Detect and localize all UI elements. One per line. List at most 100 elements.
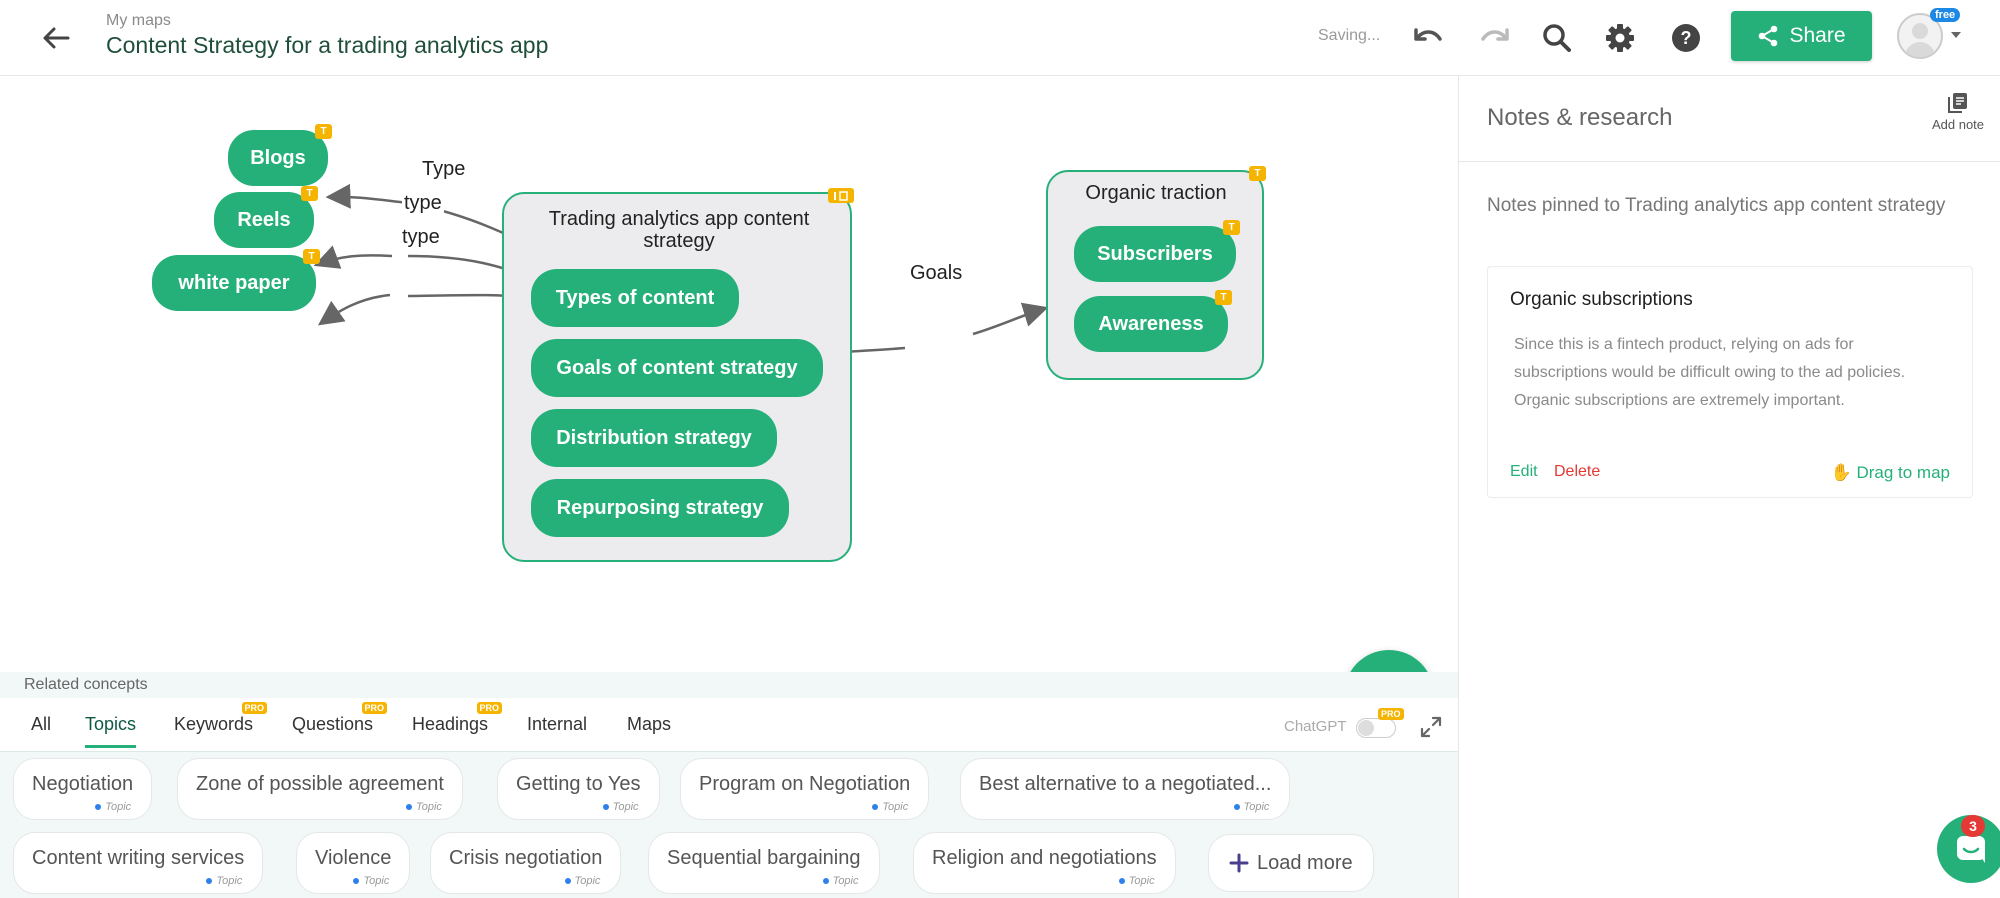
chip-label: Program on Negotiation	[699, 773, 911, 795]
chat-unread-badge: 3	[1961, 815, 1985, 837]
topic-badge: T	[315, 124, 332, 139]
share-button[interactable]: Share	[1731, 11, 1872, 61]
map-node[interactable]: Types of content	[531, 269, 739, 327]
account-dropdown-icon[interactable]	[1951, 32, 1961, 38]
edge-label[interactable]: Type	[420, 158, 468, 181]
edge-label[interactable]: Goals	[908, 262, 965, 285]
group-title: Organic traction	[1085, 182, 1227, 204]
expand-icon[interactable]	[1420, 716, 1442, 743]
add-note-icon	[1948, 93, 1967, 113]
chatgpt-label: ChatGPT	[1284, 718, 1347, 735]
gear-icon[interactable]	[1600, 18, 1640, 58]
load-more-button[interactable]: Load more	[1208, 834, 1374, 892]
topic-badge: T	[1215, 290, 1232, 305]
map-node[interactable]: Distribution strategy	[531, 409, 777, 467]
chip-tag: Topic	[1119, 875, 1155, 887]
share-icon	[1759, 25, 1778, 47]
topic-badge: T	[303, 249, 320, 264]
chip-tag: Topic	[406, 801, 442, 813]
map-node[interactable]: Subscribers T	[1074, 220, 1240, 282]
note-title: Organic subscriptions	[1510, 289, 1693, 310]
chip-tag: Topic	[603, 801, 639, 813]
load-more-label: Load more	[1257, 851, 1353, 874]
node-label: Types of content	[555, 286, 715, 309]
map-node[interactable]: Blogs T	[228, 124, 332, 186]
edit-note-link[interactable]: Edit	[1510, 463, 1538, 480]
chip-label: Negotiation	[32, 773, 134, 795]
tab-internal[interactable]: Internal	[527, 714, 588, 734]
undo-icon[interactable]	[1409, 18, 1449, 58]
back-arrow-icon[interactable]	[36, 18, 76, 58]
add-note-button[interactable]: Add note	[1925, 92, 1991, 132]
share-label: Share	[1789, 24, 1846, 47]
mind-map-canvas[interactable]: Type type type Goals Blogs T Reels T whi…	[0, 76, 1458, 740]
chip-tag: Topic	[353, 875, 389, 887]
node-label: Goals of content strategy	[556, 356, 798, 379]
avatar[interactable]	[1897, 13, 1943, 59]
map-node[interactable]: Reels T	[214, 186, 318, 248]
pro-badge: PRO	[1378, 708, 1404, 720]
chip-label: Violence	[315, 847, 392, 869]
pro-badge: PRO	[476, 702, 503, 714]
node-label: Subscribers	[1097, 242, 1213, 265]
tab-all[interactable]: All	[31, 714, 52, 734]
note-body: Since this is a fintech product, relying…	[1514, 336, 1906, 409]
node-label: Reels	[237, 208, 291, 231]
divider	[1459, 161, 2000, 162]
pro-badge: PRO	[241, 702, 268, 714]
edge-label[interactable]: type	[402, 192, 444, 215]
chip-label: Getting to Yes	[516, 773, 641, 795]
pinned-heading: Notes pinned to Trading analytics app co…	[1487, 195, 1946, 216]
chip-label: Content writing services	[32, 847, 245, 869]
map-title[interactable]: Content Strategy for a trading analytics…	[106, 32, 549, 58]
hand-icon: ✋	[1830, 463, 1852, 482]
chatgpt-toggle[interactable]	[1356, 718, 1396, 738]
chip-tag: Topic	[206, 875, 242, 887]
drag-to-map-link[interactable]: ✋ Drag to map	[1831, 463, 1950, 483]
map-node[interactable]: Repurposing strategy	[531, 479, 789, 537]
edge-label[interactable]: type	[400, 226, 442, 249]
map-node[interactable]: Goals of content strategy	[531, 339, 823, 397]
tab-label: Keywords	[174, 714, 254, 734]
chip-label: Zone of possible agreement	[196, 773, 444, 795]
node-label: Awareness	[1098, 312, 1204, 335]
node-label: Distribution strategy	[556, 426, 752, 449]
tab-maps[interactable]: Maps	[627, 714, 672, 734]
add-note-label: Add note	[1931, 117, 1985, 132]
search-icon[interactable]	[1537, 18, 1577, 58]
note-card[interactable]: Organic subscriptions Since this is a fi…	[1487, 266, 1973, 498]
group-badge-icon	[828, 188, 854, 203]
tab-label: Questions	[292, 714, 374, 734]
chip-label: Religion and negotiations	[932, 847, 1157, 869]
chip-tag: Topic	[565, 875, 601, 887]
breadcrumb[interactable]: My maps	[106, 12, 171, 29]
delete-note-link[interactable]: Delete	[1554, 463, 1601, 480]
related-heading: Related concepts	[24, 676, 148, 693]
panel-title: Notes & research	[1487, 104, 1673, 131]
map-node[interactable]: white paper T	[152, 249, 320, 311]
map-node[interactable]: Awareness T	[1074, 290, 1232, 352]
group-title: Trading analytics app content strategy	[548, 208, 810, 252]
node-label: white paper	[178, 271, 290, 294]
tab-label: Headings	[412, 714, 489, 734]
chat-icon	[1957, 836, 1985, 863]
topic-chip[interactable]: Best alternative to a negotiated...Topic	[960, 758, 1291, 820]
redo-icon[interactable]	[1474, 18, 1514, 58]
tab-topics[interactable]: Topics	[85, 714, 137, 748]
topic-badge: T	[301, 186, 318, 201]
help-icon[interactable]: ?	[1666, 18, 1706, 58]
plus-icon	[1229, 853, 1249, 873]
